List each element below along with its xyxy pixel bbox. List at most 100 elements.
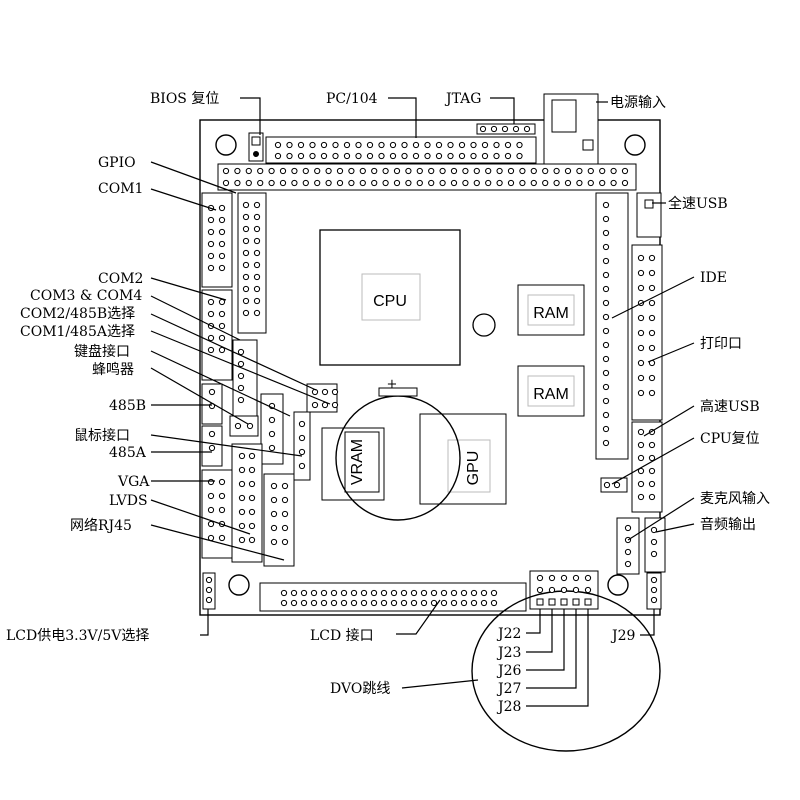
pin [237, 384, 245, 392]
pin [393, 167, 401, 175]
pin [291, 167, 298, 175]
pin [584, 574, 592, 582]
pin [360, 589, 368, 597]
pin [291, 179, 298, 187]
pin [519, 179, 526, 187]
pin [424, 141, 431, 149]
pin [548, 574, 556, 582]
label-audio-output: 音频输出 [700, 516, 756, 533]
pin [300, 599, 308, 607]
pin [602, 411, 610, 419]
pin [378, 141, 385, 149]
pin [320, 152, 328, 160]
pin [218, 252, 226, 260]
pin [302, 179, 309, 187]
pin [542, 167, 549, 175]
pin [613, 481, 621, 489]
pin [207, 252, 215, 260]
pin [496, 167, 503, 175]
pin [602, 397, 610, 405]
pin [242, 261, 250, 269]
pin [218, 506, 226, 514]
pin [637, 269, 645, 277]
pin [603, 481, 611, 489]
pin [480, 599, 488, 607]
pin [248, 466, 256, 474]
pin [320, 599, 328, 607]
pin [470, 589, 478, 597]
pin [366, 152, 374, 160]
pin [501, 125, 509, 133]
pin [270, 524, 278, 532]
pin [371, 167, 378, 175]
pin-field [205, 125, 658, 607]
pin [602, 201, 610, 209]
pin [584, 598, 592, 606]
battery: + [335, 377, 461, 521]
pin [270, 496, 278, 504]
pin [548, 598, 556, 606]
label-com3-com4: COM3 & COM4 [30, 288, 142, 304]
pin [490, 125, 498, 133]
label-mic-input: 麦克风输入 [700, 491, 770, 507]
pin [450, 589, 458, 597]
pin [576, 167, 583, 175]
pin [553, 179, 560, 187]
pin [218, 334, 226, 342]
pin [340, 589, 348, 597]
rj45-connector [263, 473, 295, 567]
pin [207, 240, 215, 248]
battery-plus-label: + [387, 377, 398, 392]
pin [332, 141, 339, 149]
pin [637, 314, 645, 322]
label-jtag: JTAG [444, 91, 481, 107]
pin [234, 422, 242, 430]
pin [490, 589, 498, 597]
pin [512, 125, 520, 133]
pin [248, 536, 256, 544]
label-j29: J29 [610, 628, 635, 644]
pin [650, 538, 658, 546]
pin [637, 480, 645, 488]
pin [302, 167, 309, 175]
pin [624, 560, 632, 568]
pin [332, 152, 339, 160]
pin [523, 125, 531, 133]
audio-output-connector [644, 517, 666, 573]
pin [248, 508, 256, 516]
buzzer-jumper [229, 415, 259, 437]
pin [320, 141, 328, 149]
pin [207, 264, 215, 272]
pin [237, 348, 245, 356]
pin [602, 341, 610, 349]
pin [650, 526, 658, 534]
pin [462, 179, 469, 187]
label-lcd-interface: LCD 接口 [310, 627, 374, 644]
pin [401, 141, 408, 149]
pin [321, 388, 329, 396]
pin [218, 298, 226, 306]
label-bios-reset: BIOS 复位 [150, 90, 219, 107]
pin [242, 225, 250, 233]
pin [242, 309, 250, 317]
pin [238, 494, 246, 502]
pin [290, 599, 298, 607]
pin [222, 167, 230, 175]
pin [279, 179, 287, 187]
pin [637, 493, 645, 501]
vram-chip: VRAM [321, 427, 385, 501]
pin [412, 152, 420, 160]
pin [493, 152, 500, 160]
pin [366, 141, 374, 149]
pin [350, 599, 358, 607]
pin [242, 297, 250, 305]
mounting-holes [215, 134, 646, 596]
pin [400, 599, 408, 607]
label-high-speed-usb: 高速USB [700, 398, 760, 415]
pin [516, 141, 523, 149]
pin [473, 167, 480, 175]
pin [553, 167, 560, 175]
lvds-connector [231, 443, 263, 563]
pin [253, 237, 261, 245]
pin [297, 141, 305, 149]
